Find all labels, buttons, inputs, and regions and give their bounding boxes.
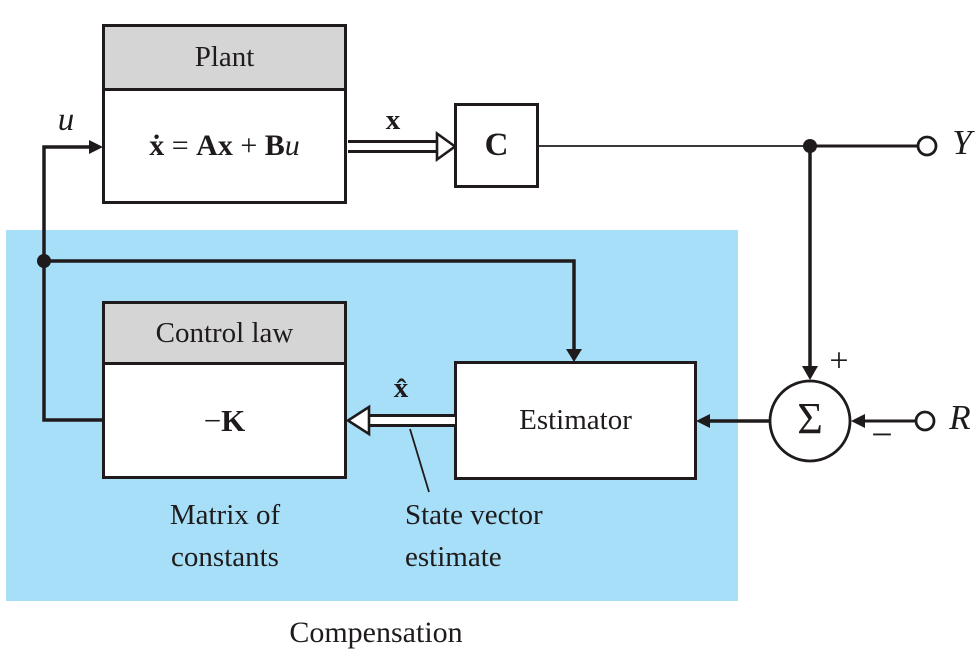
control-law-block: Control law −K bbox=[102, 301, 347, 479]
matrix-annotation-line2: constants bbox=[171, 541, 279, 573]
eq-equals: = bbox=[164, 129, 197, 162]
y-branch-junction-dot bbox=[803, 139, 817, 153]
summer-plus-sign: + bbox=[829, 342, 849, 380]
plant-block: Plant ẋ = Ax + Bu bbox=[102, 24, 347, 204]
control-law-block-header: Control law bbox=[105, 304, 344, 365]
y-output-terminal bbox=[916, 135, 938, 157]
eq-u: u bbox=[284, 129, 300, 162]
plant-equation: ẋ = Ax + Bu bbox=[149, 129, 300, 163]
summer-right-arrowhead bbox=[851, 414, 865, 428]
matrix-annotation-line1: Matrix of bbox=[169, 499, 281, 531]
eq-A: A bbox=[196, 129, 218, 162]
state-vector-estimate-annotation: State vector estimate bbox=[405, 494, 543, 578]
r-input-terminal bbox=[914, 410, 936, 432]
summer-minus-sign: − bbox=[871, 414, 893, 457]
estimator-block: Estimator bbox=[454, 361, 697, 480]
c-block-label: C bbox=[484, 127, 509, 163]
signal-label-y: Y bbox=[952, 122, 972, 162]
control-law-title: Control law bbox=[155, 316, 294, 349]
eq-B: B bbox=[264, 129, 285, 162]
summer-sigma-symbol: Σ bbox=[797, 393, 823, 443]
summer-top-arrowhead bbox=[802, 366, 818, 380]
gain-label: −K bbox=[204, 403, 246, 439]
control-law-block-body: −K bbox=[105, 365, 344, 476]
signal-label-r: R bbox=[949, 397, 971, 437]
signal-label-u: u bbox=[57, 101, 75, 138]
state-annotation-line1: State vector bbox=[405, 499, 543, 531]
signal-label-xhat: x̂ bbox=[393, 372, 409, 405]
eq-xdot: ẋ bbox=[149, 129, 165, 162]
state-annotation-line2: estimate bbox=[405, 541, 502, 573]
gain-minus: − bbox=[203, 402, 222, 438]
plant-block-header: Plant bbox=[105, 27, 344, 91]
eq-x: x bbox=[217, 129, 233, 162]
x-vector-arrowhead bbox=[435, 130, 458, 163]
compensation-caption: Compensation bbox=[289, 616, 463, 649]
estimator-label: Estimator bbox=[519, 404, 632, 436]
gain-k: K bbox=[221, 402, 246, 438]
u-arrowhead bbox=[89, 140, 103, 154]
signal-label-x: x bbox=[385, 104, 401, 137]
matrix-of-constants-annotation: Matrix of constants bbox=[170, 494, 280, 578]
x-vector-arrow bbox=[348, 130, 458, 163]
c-block: C bbox=[454, 103, 539, 188]
plant-title: Plant bbox=[194, 41, 255, 73]
plant-block-body: ẋ = Ax + Bu bbox=[105, 91, 344, 201]
eq-plus: + bbox=[232, 129, 265, 162]
